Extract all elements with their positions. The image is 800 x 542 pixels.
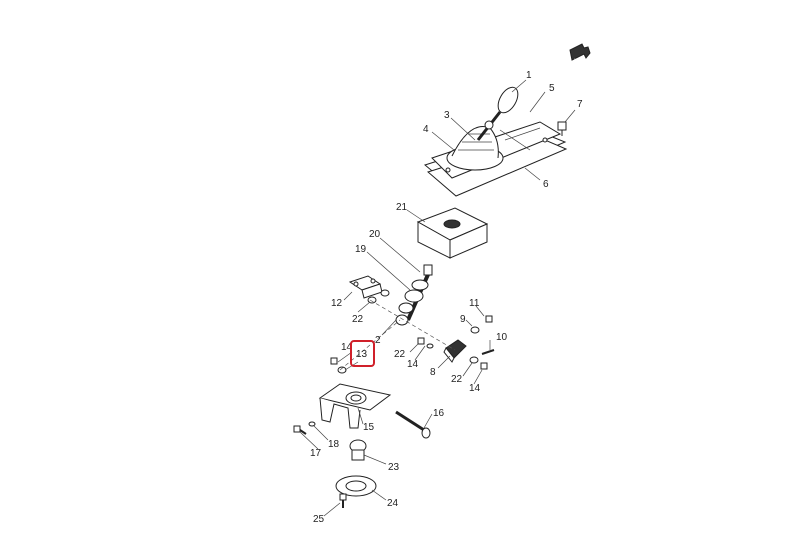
label-2: 2 <box>375 335 381 346</box>
cap-23 <box>349 439 367 461</box>
shifter-8 <box>443 339 467 363</box>
label-12: 12 <box>331 298 343 309</box>
bolt-17 <box>293 421 316 435</box>
label-22-left: 22 <box>352 314 364 325</box>
label-14-mid: 14 <box>407 359 419 370</box>
svg-text:IN: IN <box>574 59 580 65</box>
label-17: 17 <box>310 448 322 459</box>
label-22-right: 22 <box>451 374 463 385</box>
label-22-mid: 22 <box>394 349 406 360</box>
plate-24 <box>335 475 377 497</box>
label-9: 9 <box>460 314 466 325</box>
part-labels: 1 2 3 4 5 6 7 8 9 10 11 12 13 14 14 14 1… <box>310 70 583 525</box>
front-arrow-icon: IN <box>569 43 591 65</box>
label-15: 15 <box>363 422 375 433</box>
label-5: 5 <box>549 83 555 94</box>
label-7: 7 <box>577 99 583 110</box>
label-6: 6 <box>543 179 549 190</box>
label-23: 23 <box>388 462 400 473</box>
label-19: 19 <box>355 244 367 255</box>
label-18: 18 <box>328 439 340 450</box>
label-10: 10 <box>496 332 508 343</box>
centerline <box>339 319 401 371</box>
label-24: 24 <box>387 498 399 509</box>
lever-shaft <box>395 264 433 326</box>
bolt-7 <box>557 121 567 136</box>
label-14-left: 14 <box>341 342 353 353</box>
label-16: 16 <box>433 408 445 419</box>
shift-fork <box>318 383 392 429</box>
label-3: 3 <box>444 110 450 121</box>
label-13: 13 <box>356 349 368 360</box>
bracket-12 <box>348 275 383 299</box>
label-20: 20 <box>369 229 381 240</box>
label-8: 8 <box>430 367 436 378</box>
rubber-boot <box>446 126 504 171</box>
shift-lever <box>476 86 519 141</box>
bolt-25 <box>339 493 347 508</box>
label-11: 11 <box>469 298 480 309</box>
centerline <box>369 299 456 351</box>
label-4: 4 <box>423 124 429 135</box>
washers-nuts <box>330 289 495 374</box>
housing-block <box>416 207 489 259</box>
label-14-right: 14 <box>469 383 481 394</box>
highlight-box <box>350 340 375 367</box>
bolt-16 <box>395 410 431 439</box>
label-1: 1 <box>526 70 532 81</box>
label-25: 25 <box>313 514 325 525</box>
label-21: 21 <box>396 202 408 213</box>
leader-lines <box>299 79 576 517</box>
